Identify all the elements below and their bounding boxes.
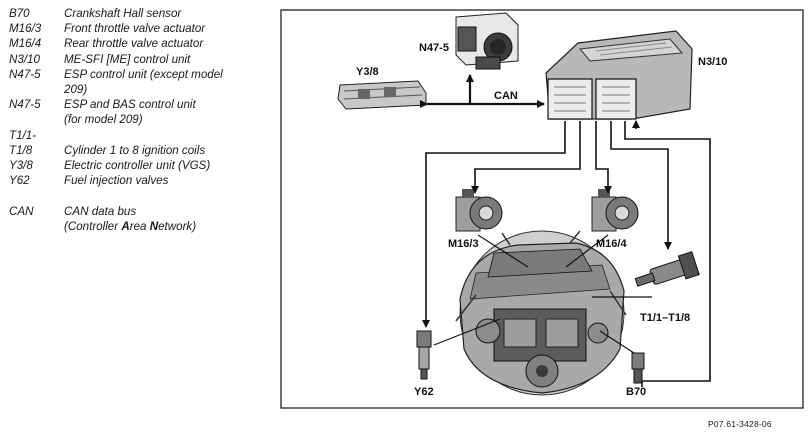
label-n3-10: N3/10: [698, 56, 727, 68]
legend-text: Front throttle valve actuator: [64, 22, 206, 36]
legend-row: (Controller Area Network): [9, 219, 279, 234]
legend-text: CAN data bus: [64, 204, 137, 218]
legend-text: [64, 128, 279, 143]
legend-code: B70: [9, 7, 30, 20]
fuel-injection-valve-y62: [416, 330, 432, 380]
legend-row: B70 Crankshaft Hall sensor: [9, 6, 279, 21]
legend: B70 Crankshaft Hall sensor M16/3 Front thr…: [9, 6, 279, 234]
legend-code: N47-5: [9, 67, 41, 81]
legend-code: N3/10: [9, 52, 40, 66]
legend-row: Y62 Fuel injection valves: [9, 173, 279, 188]
label-m16-3: M16/3: [448, 238, 479, 250]
legend-code: CAN: [9, 204, 34, 218]
legend-row: N3/10 ME-SFI [ME] control unit: [9, 52, 279, 67]
electric-controller-unit-y3-8: [337, 80, 427, 110]
legend-row: N47-5 ESP control unit (except model: [9, 67, 279, 82]
label-n47-5: N47-5: [419, 42, 449, 54]
legend-row: (for model 209): [9, 112, 279, 127]
legend-code: T1/8: [9, 143, 33, 157]
legend-row: M16/4 Rear throttle valve actuator: [9, 36, 279, 51]
legend-text: Rear throttle valve actuator: [64, 37, 204, 51]
leader-lines: [433, 234, 652, 354]
label-y3-8: Y3/8: [356, 66, 379, 78]
legend-code: Y3/8: [9, 159, 33, 173]
legend-text-continued: (Controller Area Network): [64, 219, 197, 233]
label-b70: B70: [626, 386, 646, 398]
legend-row: 209): [9, 82, 279, 97]
legend-code: T1/1-: [9, 128, 37, 142]
legend-text: ESP control unit (except model: [64, 67, 223, 81]
legend-code: M16/4: [9, 37, 42, 51]
legend-row: Y3/8 Electric controller unit (VGS): [9, 158, 279, 173]
legend-text: Electric controller unit (VGS): [64, 159, 211, 173]
legend-row: T1/8 Cylinder 1 to 8 ignition coils: [9, 143, 279, 158]
legend-text: ESP and BAS control unit: [64, 98, 196, 112]
front-throttle-valve-actuator-m16-3: [455, 189, 503, 232]
ignition-coil-t1: [634, 251, 700, 287]
engine-illustration: [455, 230, 627, 396]
legend-text: Crankshaft Hall sensor: [64, 7, 182, 20]
legend-text-continued: (for model 209): [64, 113, 143, 127]
legend-text: ME-SFI [ME] control unit: [64, 52, 191, 66]
legend-code: M16/3: [9, 22, 42, 36]
crankshaft-hall-sensor-b70: [631, 352, 645, 384]
can-bus-connection: [420, 74, 545, 108]
legend-row: T1/1-: [9, 128, 279, 143]
label-y62: Y62: [414, 386, 434, 398]
legend-row: N47-5 ESP and BAS control unit: [9, 97, 279, 112]
document-reference: P07.61-3428-06: [708, 419, 772, 429]
legend-row: CAN CAN data bus: [9, 204, 279, 219]
legend-text: Fuel injection valves: [64, 174, 169, 188]
legend-code: N47-5: [9, 98, 41, 112]
label-can: CAN: [494, 90, 518, 102]
label-m16-4: M16/4: [596, 238, 627, 250]
legend-row: M16/3 Front throttle valve actuator: [9, 21, 279, 36]
signal-lines: [422, 120, 711, 387]
me-sfi-control-unit-n3-10: [545, 30, 693, 120]
esp-control-unit-n47-5: [455, 12, 519, 70]
legend-code: Y62: [9, 174, 30, 188]
legend-text-continued: 209): [64, 83, 88, 97]
legend-text: Cylinder 1 to 8 ignition coils: [64, 143, 206, 157]
can-bus-diagram: N47-5 Y3/8 CAN N3/10 M16/3 M16/4 T1/1–T1…: [280, 9, 804, 409]
label-t1: T1/1–T1/8: [640, 312, 690, 324]
